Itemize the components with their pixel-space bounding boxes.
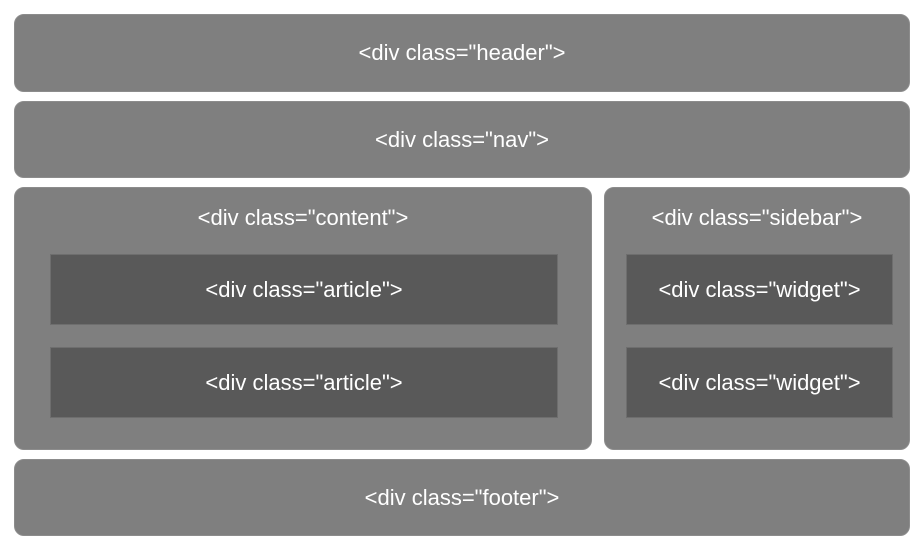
footer-box: <div class="footer">: [14, 459, 910, 536]
sidebar-label: <div class="sidebar">: [651, 205, 863, 230]
widget-box: <div class="widget">: [626, 347, 893, 418]
nav-label: <div class="nav">: [375, 126, 549, 152]
article-box: <div class="article">: [50, 347, 558, 418]
sidebar-box: <div class="sidebar"> <div class="widget…: [604, 187, 910, 450]
header-box: <div class="header">: [14, 14, 910, 92]
nav-box: <div class="nav">: [14, 101, 910, 178]
widget-box: <div class="widget">: [626, 254, 893, 325]
content-label: <div class="content">: [197, 205, 409, 230]
article-label: <div class="article">: [205, 369, 403, 395]
content-box: <div class="content"> <div class="articl…: [14, 187, 592, 450]
widget-label: <div class="widget">: [658, 276, 861, 302]
header-label: <div class="header">: [358, 40, 566, 65]
article-label: <div class="article">: [205, 276, 403, 302]
article-box: <div class="article">: [50, 254, 558, 325]
widget-label: <div class="widget">: [658, 369, 861, 395]
footer-label: <div class="footer">: [364, 484, 560, 510]
